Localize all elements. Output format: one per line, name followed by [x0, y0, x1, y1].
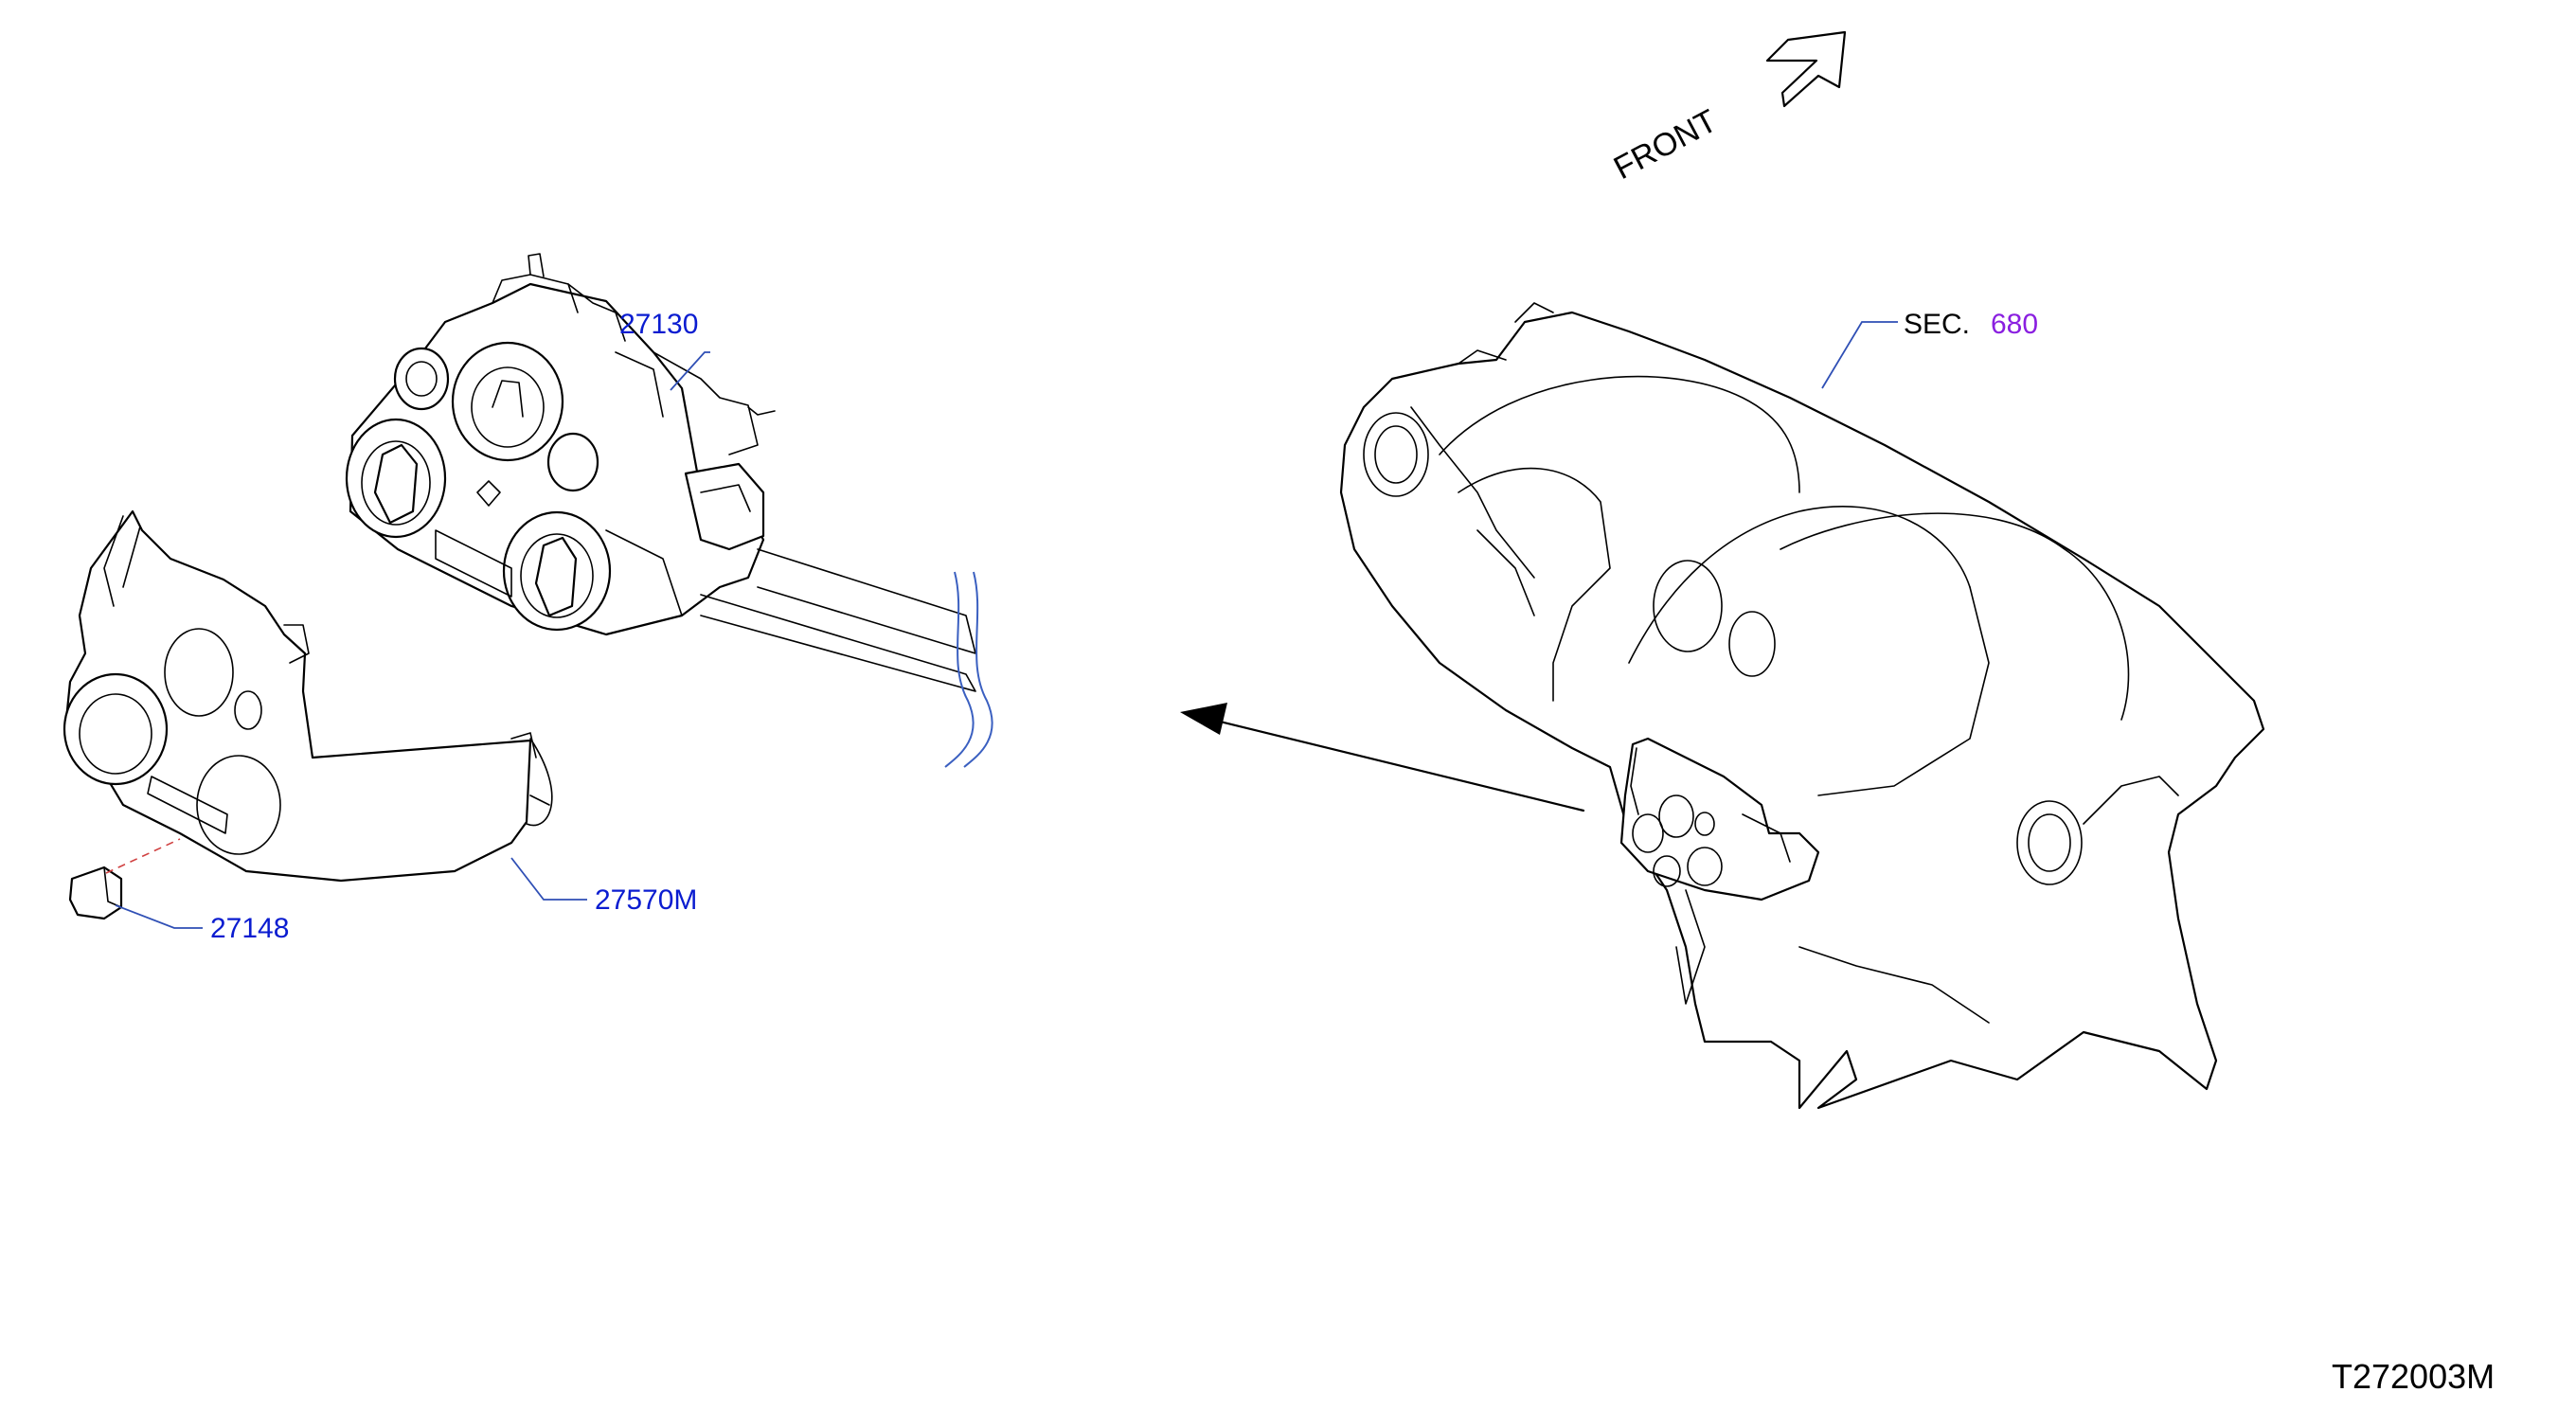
front-arrow-icon: [1765, 30, 1847, 108]
drawing-code: T272003M: [2332, 1357, 2495, 1396]
leader-27570M: [510, 857, 587, 901]
leader-lines: [115, 321, 1898, 929]
callout-arrow: [1180, 703, 1585, 812]
leader-sec680: [1821, 321, 1898, 389]
leader-27130: [670, 351, 710, 391]
front-direction-indicator: FRONT: [1608, 30, 1847, 187]
section-number-link[interactable]: 680: [1991, 309, 2038, 340]
instrument-panel: [1339, 302, 2265, 1110]
knob-cap: [68, 838, 181, 920]
cluster-finisher: [63, 509, 553, 883]
heater-control-assembly: [345, 253, 976, 692]
part-label-27570M[interactable]: 27570M: [595, 884, 697, 916]
part-label-27130[interactable]: 27130: [619, 309, 698, 340]
arrow-head-icon: [1180, 703, 1227, 735]
section-prefix-label: SEC.: [1904, 309, 1970, 340]
leader-27148: [115, 904, 203, 929]
part-label-27148[interactable]: 27148: [210, 913, 289, 944]
heater-control-location: [1619, 737, 1820, 901]
front-label: FRONT: [1608, 103, 1723, 187]
harness-break-lines: [944, 571, 993, 768]
